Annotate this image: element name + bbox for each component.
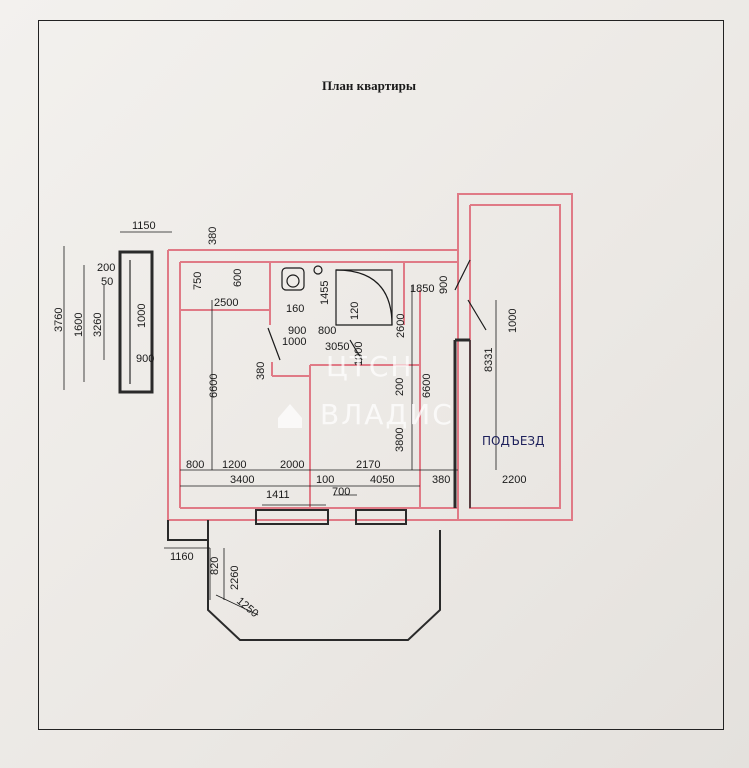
door-swings	[267, 259, 487, 361]
dim-1455: 1455	[319, 281, 331, 305]
dim-380-top: 380	[207, 227, 219, 245]
dim-1200: 1200	[222, 459, 246, 471]
dim-6600-right: 6600	[421, 374, 433, 398]
dim-900-right: 900	[438, 276, 450, 294]
porch-label: ПОДЪЕЗД	[482, 434, 544, 448]
dim-1250: 1250	[234, 595, 260, 620]
dim-1000-left: 1000	[136, 304, 148, 328]
dim-200: 200	[97, 262, 115, 274]
dim-800-bottom: 800	[186, 459, 204, 471]
dim-900-left: 900	[136, 353, 154, 365]
dim-50: 50	[101, 276, 113, 288]
dim-3760: 3760	[53, 308, 65, 332]
dim-3400: 3400	[230, 474, 254, 486]
dim-1000-right: 1000	[507, 309, 519, 333]
dim-120: 120	[349, 302, 361, 320]
dimension-lines	[63, 231, 497, 616]
dim-1411: 1411	[266, 489, 290, 501]
dim-2200: 2200	[502, 474, 526, 486]
dim-1600: 1600	[73, 313, 85, 337]
dim-2500: 2500	[214, 297, 238, 309]
dim-4050: 4050	[370, 474, 394, 486]
watermark-line1: ЦТСН	[326, 350, 413, 383]
dim-750: 750	[192, 272, 204, 290]
watermark-house-icon	[278, 404, 302, 428]
dim-2000: 2000	[280, 459, 304, 471]
dim-380-bottom: 380	[432, 474, 450, 486]
dim-1150: 1150	[132, 220, 156, 232]
dim-3800: 3800	[394, 428, 406, 452]
drawing-frame	[38, 20, 724, 730]
dim-1160: 1160	[170, 551, 194, 563]
plan-title: План квартиры	[322, 78, 416, 93]
dim-100: 100	[316, 474, 334, 486]
dim-1000-mid: 1000	[282, 336, 306, 348]
walls-black	[118, 250, 471, 641]
dim-2600: 2600	[395, 314, 407, 338]
dim-8331: 8331	[483, 348, 495, 372]
bathroom-fixtures	[281, 265, 393, 326]
dim-1850: 1850	[410, 283, 434, 295]
dim-1000-vert: 1000	[353, 342, 365, 366]
dim-6600-left: 6600	[208, 374, 220, 398]
dim-820: 820	[209, 557, 221, 575]
dim-700: 700	[332, 486, 350, 498]
dim-3050: 3050	[325, 341, 349, 353]
dim-900-mid: 900	[288, 325, 306, 337]
dim-3260: 3260	[92, 313, 104, 337]
watermark-line2: ВЛАДИС	[320, 398, 454, 431]
dim-600: 600	[232, 269, 244, 287]
dim-200-mid: 200	[394, 378, 406, 396]
dimension-texts: 1150 380 200 50 3760 1600 3260 1000 900 …	[53, 220, 526, 620]
dim-2260: 2260	[229, 566, 241, 590]
watermark: ЦТСН ВЛАДИС	[278, 350, 454, 431]
dim-160: 160	[286, 303, 304, 315]
dim-2170: 2170	[356, 459, 380, 471]
dim-800-mid: 800	[318, 325, 336, 337]
walls-red	[167, 193, 573, 521]
dim-380-mid: 380	[255, 362, 267, 380]
